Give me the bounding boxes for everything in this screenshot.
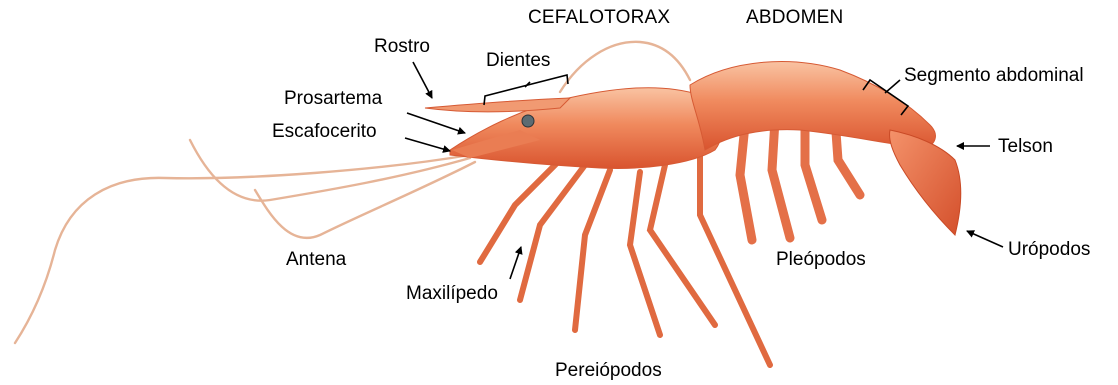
label-dientes: Dientes [486, 51, 550, 70]
label-uropodos: Urópodos [1008, 240, 1090, 259]
label-escafocerito: Escafocerito [272, 122, 377, 141]
label-abdomen: ABDOMEN [746, 8, 843, 27]
label-telson: Telson [998, 137, 1053, 156]
label-segmento-abdominal: Segmento abdominal [904, 66, 1084, 85]
label-maxilipedo: Maxilípedo [406, 284, 498, 303]
segmento-bracket [863, 80, 908, 115]
label-cefalotorax: CEFALOTORAX [528, 8, 670, 27]
label-pleopodos: Pleópodos [776, 250, 866, 269]
label-rostro: Rostro [374, 37, 430, 56]
prosartema-arrow [407, 113, 465, 133]
escafocerito-arrow [405, 138, 450, 151]
label-pereiopodos: Pereiópodos [555, 361, 662, 380]
dientes-bracket [484, 75, 568, 105]
label-antena: Antena [286, 250, 346, 269]
segmento-leader [885, 80, 900, 93]
maxilipedo-arrow [510, 247, 521, 279]
rostro-arrow [413, 62, 432, 98]
uropodos-arrow [967, 231, 1003, 247]
label-prosartema: Prosartema [284, 89, 382, 108]
